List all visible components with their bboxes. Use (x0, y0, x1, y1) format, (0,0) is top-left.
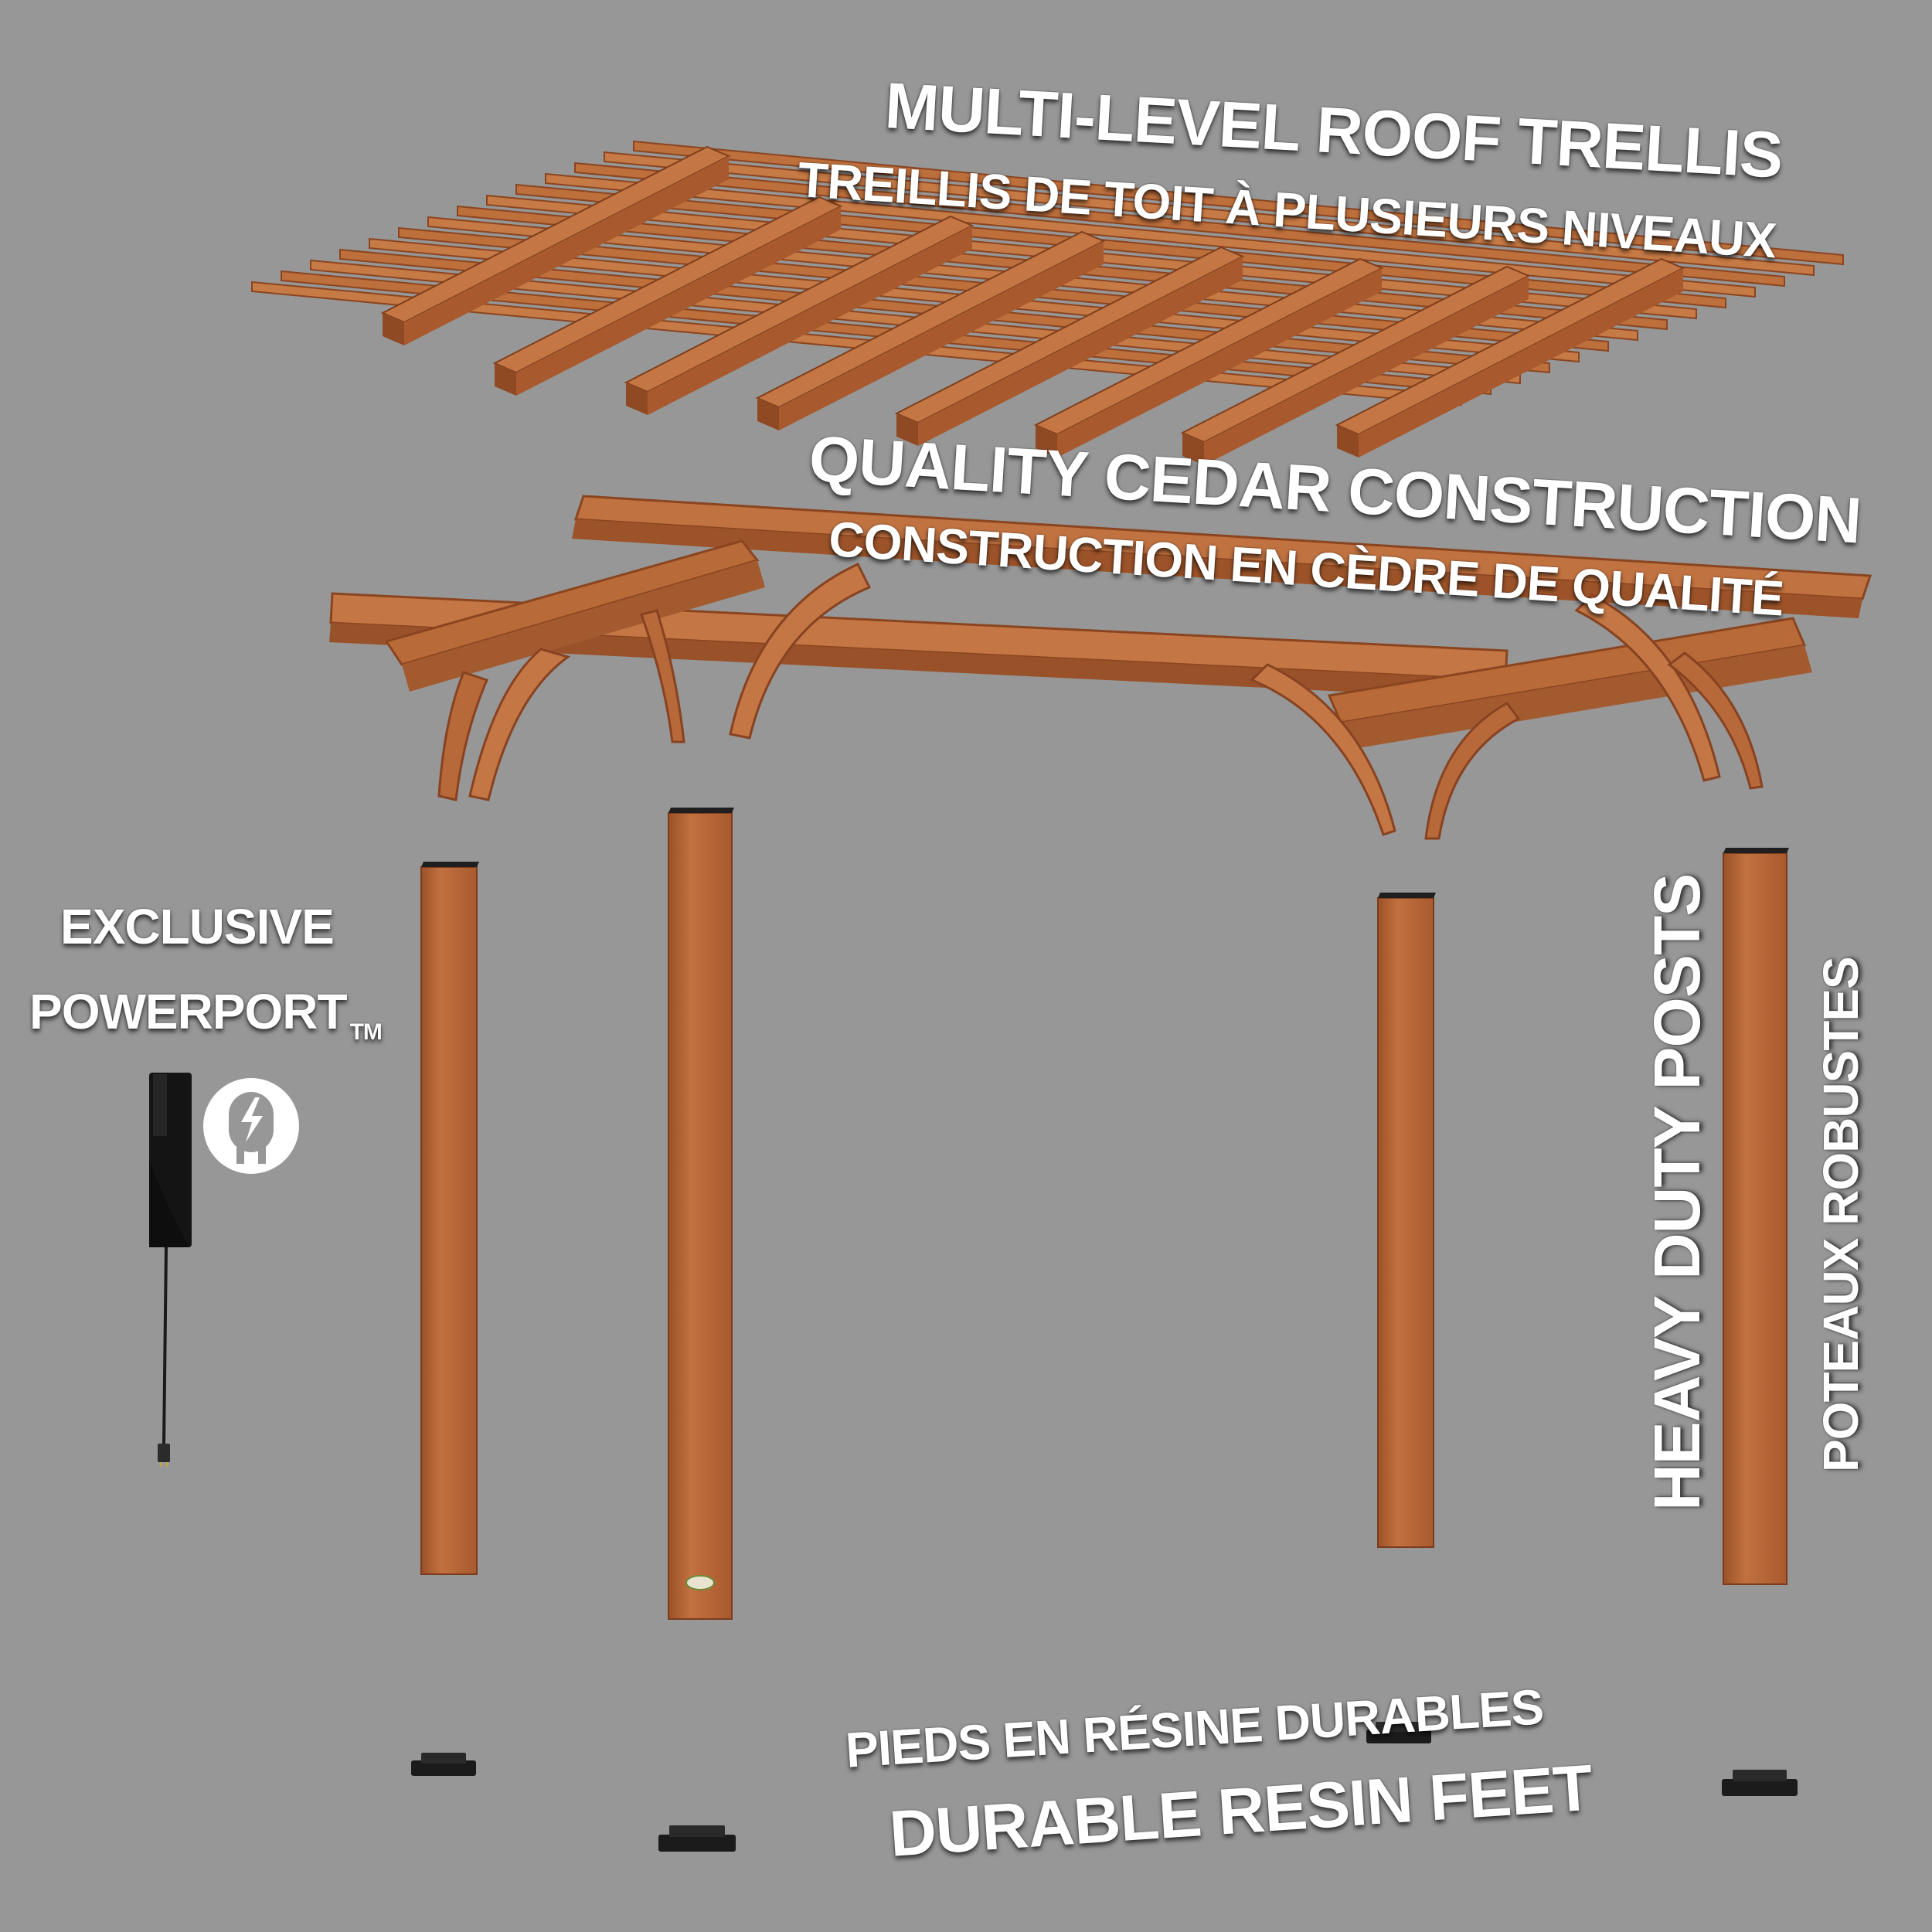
trellis-rafter-face (1359, 268, 1683, 457)
bracket-left-outer (437, 671, 489, 801)
heavy-duty-posts-title: HEAVY DUTY POSTS (1641, 873, 1713, 1511)
electric-plug-bolt-icon (203, 1078, 299, 1174)
cedar-frame (329, 495, 1872, 840)
roof-trellis-rafters (380, 145, 1685, 465)
trellis-rafter-face (918, 257, 1243, 446)
trellis-rafter-face (1204, 276, 1529, 465)
trellis-slat (633, 140, 1844, 266)
trellis-rafter-end (626, 383, 648, 415)
resin-foot-left (411, 1753, 476, 1776)
trellis-rafter-end (1337, 425, 1359, 457)
posts (420, 808, 1789, 1620)
trellis-rafter-face (648, 226, 972, 415)
trellis-rafter-face (1057, 268, 1382, 457)
trellis-slat (574, 162, 1785, 287)
trellis-slat (604, 151, 1815, 277)
bracket-center-right (1250, 663, 1396, 836)
bracket-right-b (1574, 594, 1721, 782)
powerport-name: POWERPORT (29, 984, 348, 1039)
bracket-right-a (1424, 702, 1521, 840)
powerport-line-1: EXCLUSIVE (60, 899, 335, 954)
trellis-rafter-end (495, 363, 516, 396)
post-front-right (1723, 848, 1789, 1585)
heavy-duty-posts-title-fr: POTEAUX ROBUSTES (1813, 957, 1869, 1472)
trellis-rafter-end (1182, 433, 1204, 465)
resin-foot-right (1366, 1722, 1431, 1743)
trellis-slat (545, 172, 1756, 298)
resin-foot-front-left (658, 1825, 736, 1852)
back-beam-bottom (572, 519, 1862, 618)
trellis-rafter-end (1036, 425, 1057, 457)
powerport-device (149, 1073, 192, 1467)
post-front-left (668, 808, 734, 1620)
bracket-center-a (729, 563, 872, 740)
trellis-rafter-face (404, 156, 729, 345)
bracket-center-left (640, 609, 685, 743)
trellis-rafter-end (383, 313, 404, 345)
brand-badge (685, 1575, 715, 1590)
trellis-rafter-end (896, 413, 918, 446)
trellis-rafter-end (757, 398, 779, 430)
bracket-right-c (1667, 651, 1764, 790)
resin-feet (411, 1722, 1798, 1852)
post-left (420, 862, 479, 1575)
trademark-mark: TM (349, 1019, 383, 1045)
trellis-rafter-face (516, 206, 841, 396)
trellis-rafter-face (779, 241, 1104, 430)
front-beam-bottom (329, 623, 1505, 699)
resin-foot-front-right (1722, 1770, 1798, 1796)
left-cross-beam-2 (402, 560, 765, 692)
post-right (1377, 893, 1436, 1548)
bracket-left-inner (468, 648, 571, 801)
